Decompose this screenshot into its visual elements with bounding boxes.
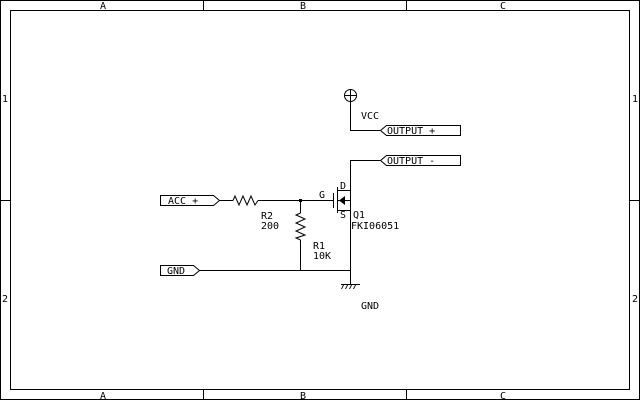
port-acc-plus[interactable]: ACC + [160, 195, 221, 208]
ground-label: GND [361, 301, 379, 312]
port-output-plus-label: OUTPUT + [387, 126, 435, 137]
vcc-symbol [344, 89, 357, 102]
port-output-minus[interactable]: OUTPUT - [379, 155, 461, 168]
wires [199, 101, 380, 284]
zone-row-2-right: 2 [632, 294, 638, 305]
port-output-minus-label: OUTPUT - [387, 156, 435, 167]
q1-pin-s: S [340, 210, 346, 221]
zone-col-c-bottom: C [500, 391, 506, 400]
vcc-label: VCC [361, 111, 379, 122]
port-acc-plus-label: ACC + [168, 196, 198, 207]
mosfet-q1 [333, 187, 351, 213]
port-gnd[interactable]: GND [160, 265, 201, 278]
q1-pin-g: G [319, 190, 325, 201]
zone-col-a-bottom: A [100, 391, 106, 400]
zone-row-2-left: 2 [2, 294, 8, 305]
zone-row-1-left: 1 [2, 94, 8, 105]
q1-part: FKI06051 [351, 221, 399, 232]
zone-col-b-top: B [300, 1, 306, 12]
r2-ref: R2 [261, 211, 273, 222]
resistor-r1 [294, 212, 307, 241]
zone-col-c-top: C [500, 1, 506, 12]
port-gnd-label: GND [167, 266, 185, 277]
zone-col-a-top: A [100, 1, 106, 12]
zone-row-1-right: 1 [632, 94, 638, 105]
q1-ref: Q1 [353, 210, 365, 221]
r1-value: 10K [313, 251, 331, 262]
r1-ref: R1 [313, 241, 325, 252]
junction-dot [299, 199, 302, 202]
r2-value: 200 [261, 221, 279, 232]
resistor-r2 [232, 194, 259, 207]
port-output-plus[interactable]: OUTPUT + [379, 125, 461, 138]
ground-symbol [341, 284, 360, 290]
q1-pin-d: D [340, 181, 346, 192]
zone-col-b-bottom: B [300, 391, 306, 400]
